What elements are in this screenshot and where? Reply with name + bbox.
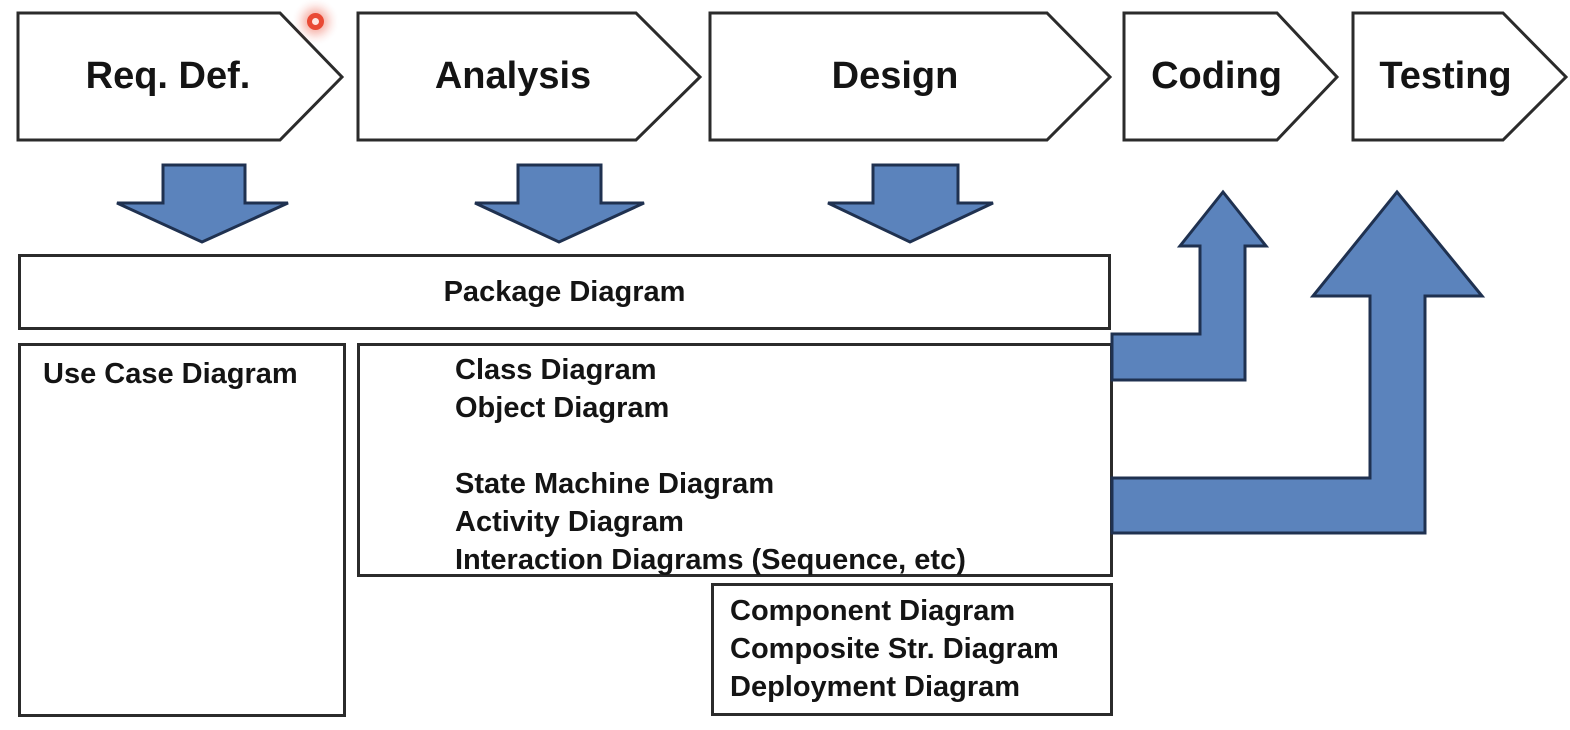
down-arrow-req-def-icon <box>116 163 289 244</box>
phase-label-req-def: Req. Def. <box>85 55 251 97</box>
down-arrow-analysis-icon <box>474 163 645 244</box>
diagram-line: Composite Str. Diagram <box>730 633 1059 665</box>
package-diagram-box: Package Diagram <box>18 254 1111 330</box>
use-case-diagram-box: Use Case Diagram <box>18 343 346 717</box>
cursor-indicator-icon <box>307 13 324 30</box>
down-arrow-design-icon <box>827 163 994 244</box>
up-arrow-to-coding-icon <box>1110 189 1270 382</box>
up-arrow-to-testing-icon <box>1110 189 1486 535</box>
phase-label-analysis: Analysis <box>434 55 592 97</box>
use-case-diagram-label: Use Case Diagram <box>43 358 298 390</box>
diagram-line: Component Diagram <box>730 595 1016 627</box>
diagram-line: Deployment Diagram <box>730 671 1021 703</box>
diagram-line-spacer <box>455 427 1110 465</box>
diagram-line: State Machine Diagram <box>455 468 775 500</box>
phase-label-design: Design <box>831 55 959 97</box>
diagram-line: Class Diagram <box>455 354 657 386</box>
analysis-design-diagrams-box: Class Diagram Object Diagram State Machi… <box>357 343 1113 577</box>
diagram-line: Interaction Diagrams (Sequence, etc) <box>455 544 966 576</box>
phase-label-coding: Coding <box>1151 55 1282 97</box>
diagram-line: Object Diagram <box>455 392 670 424</box>
design-components-diagrams-box: Component Diagram Composite Str. Diagram… <box>711 583 1113 716</box>
phase-label-testing: Testing <box>1379 55 1512 97</box>
diagram-line: Activity Diagram <box>455 506 684 538</box>
package-diagram-label: Package Diagram <box>443 275 686 308</box>
